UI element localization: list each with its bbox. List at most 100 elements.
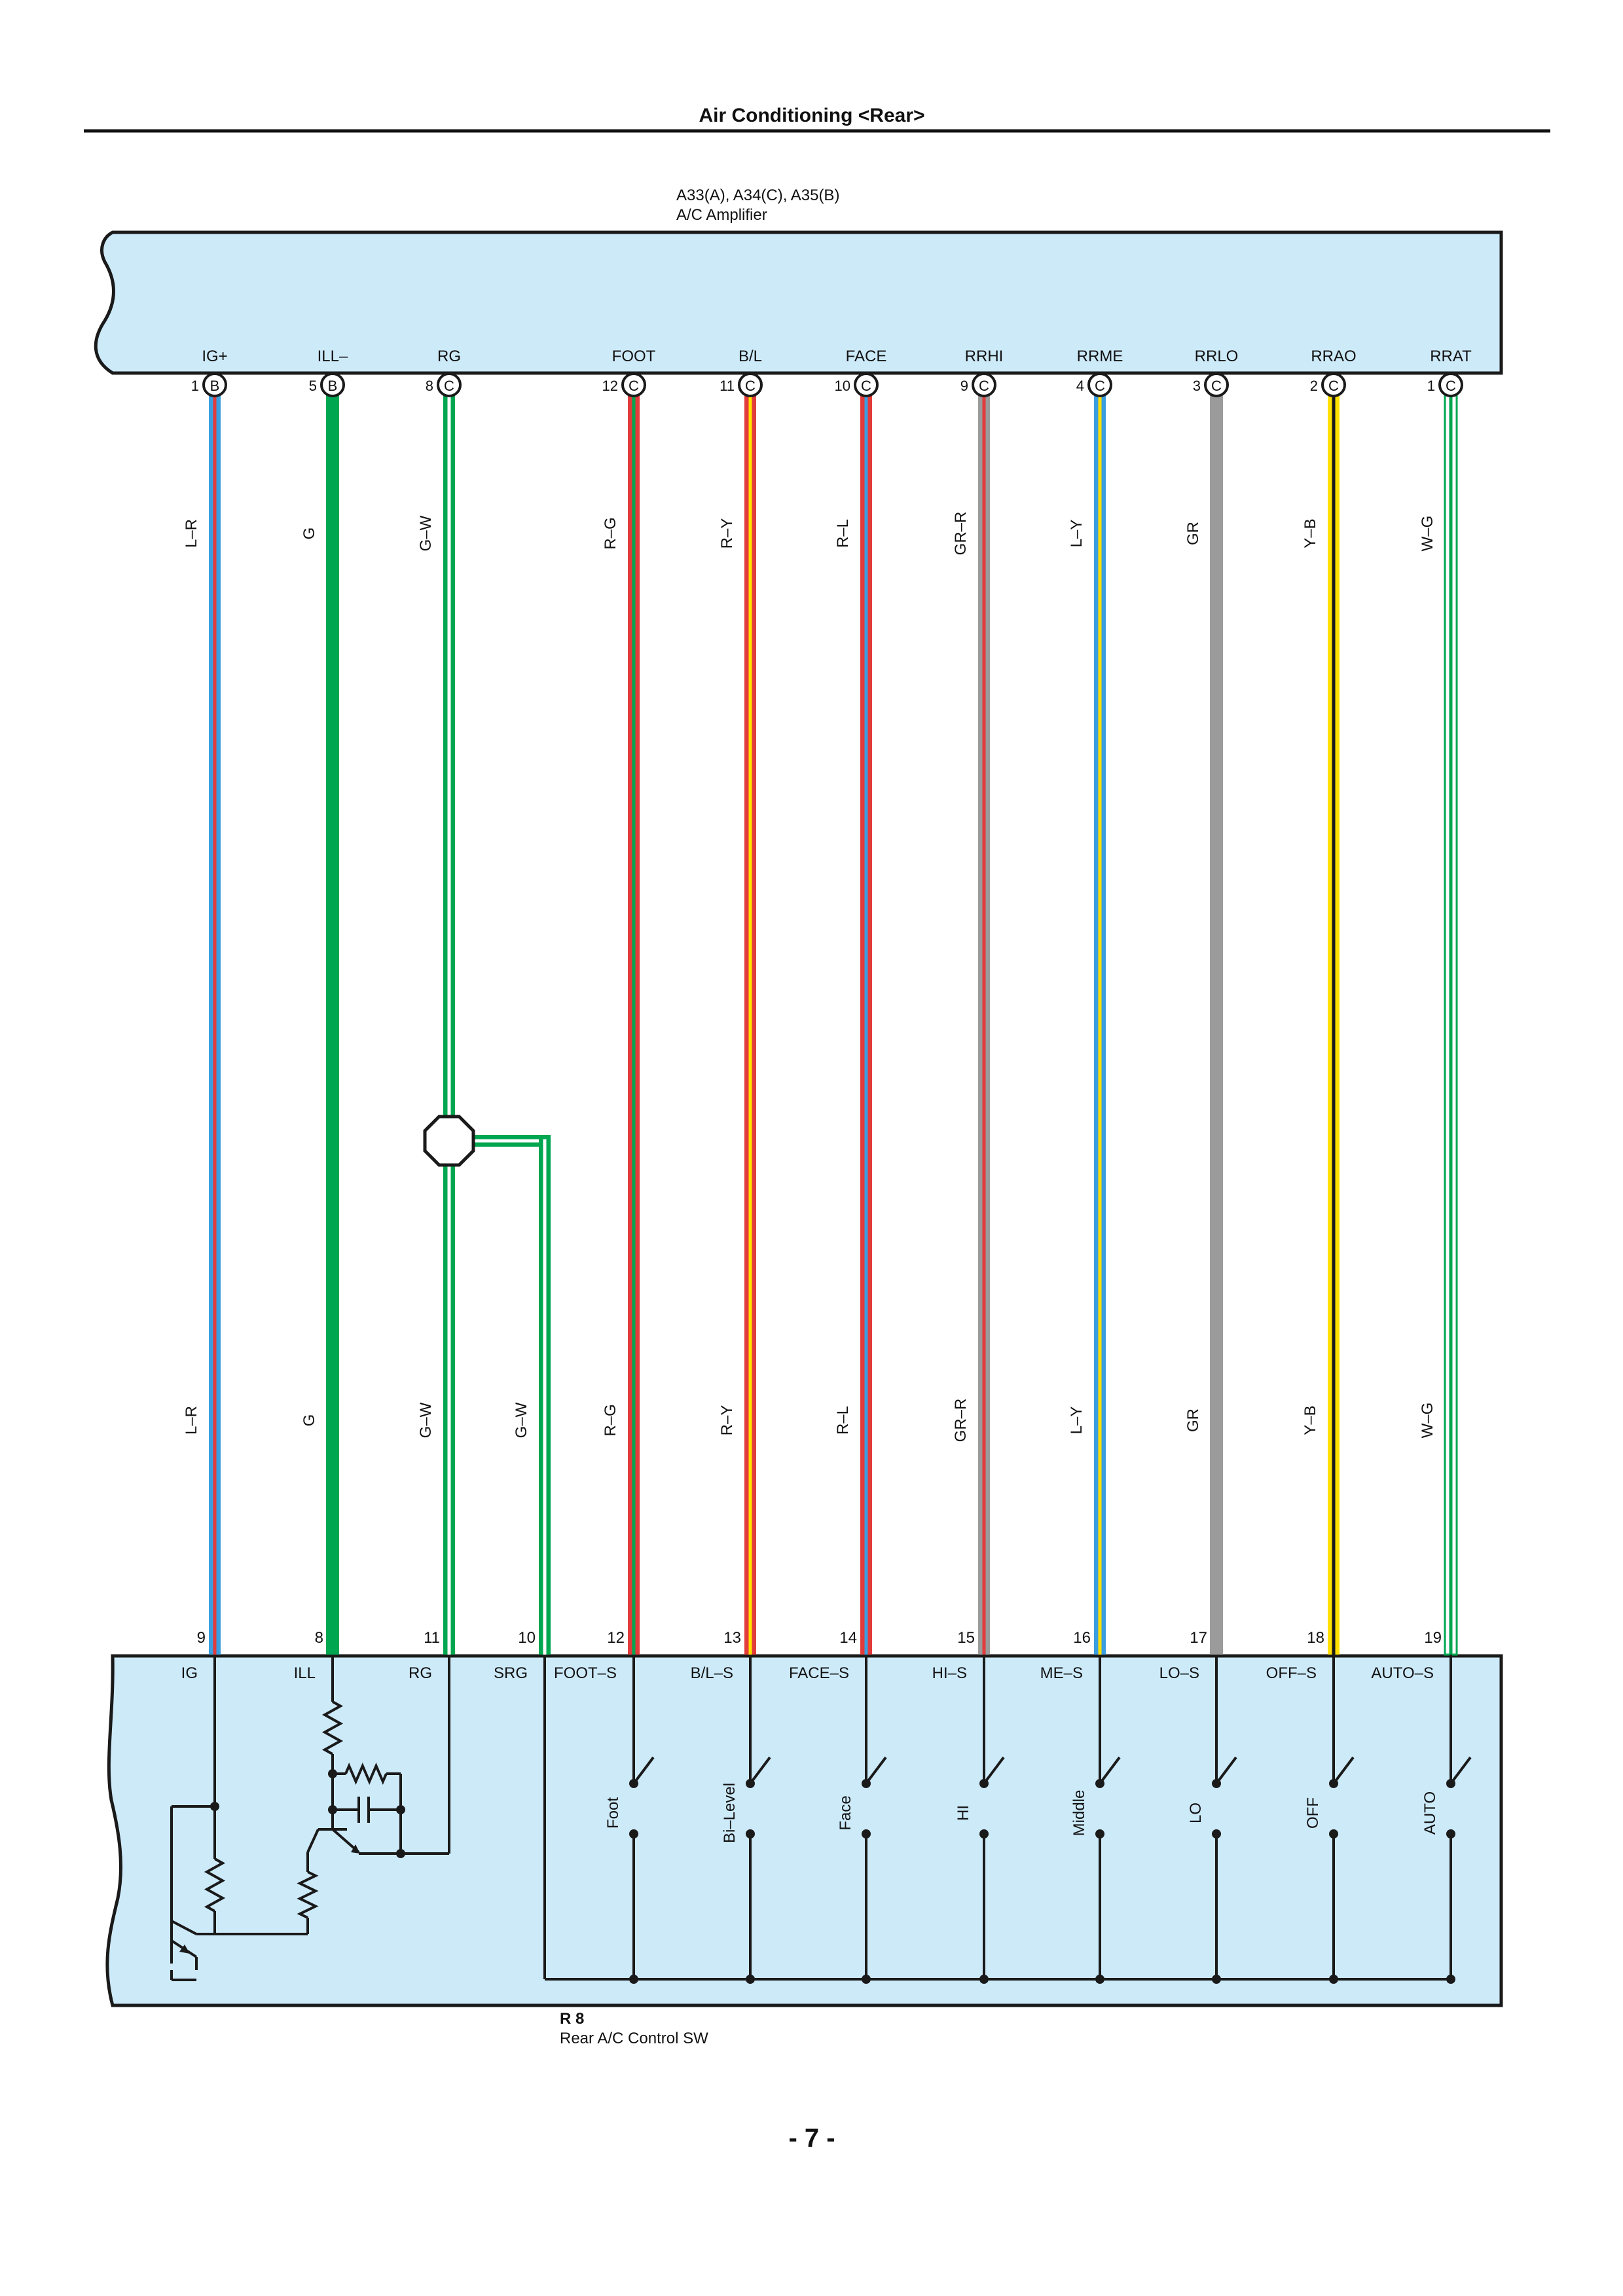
circuit-node [979, 1829, 989, 1839]
circuit-node [1329, 1975, 1338, 1984]
switch-terminal-name: ILL [294, 1664, 316, 1682]
wire-rrme [1094, 385, 1106, 1655]
amp-pin-number: 10 [835, 378, 850, 394]
amp-pin-number: 8 [426, 378, 433, 394]
amp-pin-number: 12 [602, 378, 618, 394]
switch-pin-number: 10 [518, 1629, 536, 1647]
amp-terminal-name: FACE [846, 348, 887, 365]
control-switch-code: R 8 [560, 2010, 584, 2028]
amp-pin-number: 1 [1427, 378, 1435, 394]
wire-color-label-top: GR [1184, 522, 1202, 545]
switch-terminal-name: FOOT–S [554, 1664, 617, 1682]
wire-body [326, 385, 339, 1655]
switch-box [105, 1654, 1503, 2007]
circuit-node [629, 1829, 638, 1839]
wire-color-label-bottom: GR [1184, 1408, 1202, 1432]
wire-color-label-top: G [301, 528, 318, 540]
connector-letter: B [210, 378, 220, 394]
control-switch-name: Rear A/C Control SW [560, 2030, 708, 2047]
wire-stripe [632, 385, 636, 1655]
connector-letter: C [1095, 378, 1105, 394]
connector-letter: B [328, 378, 338, 394]
switch-auto: AUTO [1421, 1791, 1439, 1835]
transistor-arrow [351, 1844, 360, 1854]
switch-label: Foot [604, 1797, 622, 1829]
resistor-symbol [344, 1762, 388, 1785]
wire-rrhi [978, 385, 990, 1655]
connector-pin-circle [738, 372, 763, 397]
switch-terminal-name: FACE–S [789, 1664, 849, 1682]
switch-pin-number: 12 [607, 1629, 625, 1647]
switch-terminal-name: HI–S [932, 1664, 967, 1682]
amp-pin-number: 5 [309, 378, 317, 394]
junction-connector [423, 1115, 475, 1167]
circuit-node [862, 1829, 871, 1839]
switch-pin-number: 13 [723, 1629, 741, 1647]
transistor-collector [171, 1920, 197, 1935]
switch-label: Bi–Level [721, 1783, 739, 1843]
circuit-node [1212, 1829, 1221, 1839]
connector-pin-circle [854, 372, 879, 397]
circuit-node [629, 1975, 638, 1984]
connector-pin-circle [437, 372, 462, 397]
amp-terminal-name: ILL– [318, 348, 348, 365]
wire-stripe [864, 385, 868, 1655]
switch-pin-number: 15 [957, 1629, 975, 1647]
switch-pin-number: 18 [1307, 1629, 1324, 1647]
transistor-arrow [179, 1945, 190, 1954]
switch-middle: Middle [1070, 1790, 1088, 1837]
wire-color-label-top: G–W [417, 515, 435, 551]
wire-stripe [982, 385, 986, 1655]
circuit-node [1095, 1829, 1104, 1839]
connector-pin-circle [621, 372, 646, 397]
connector-pin-circle [320, 372, 345, 397]
page-number: - 7 - [788, 2124, 835, 2153]
connector-pin-circle [1087, 372, 1112, 397]
switch-label: Middle [1070, 1790, 1088, 1837]
amp-pin-number: 1 [191, 378, 199, 394]
amp-terminal-name: IG+ [202, 348, 227, 365]
switch-pin-number: 14 [839, 1629, 857, 1647]
branch-wire-vertical-stripe [543, 1139, 547, 1655]
switch-terminal-name: ME–S [1040, 1664, 1083, 1682]
wire-color-label-top: W–G [1419, 516, 1436, 552]
wire-foot [628, 385, 640, 1655]
wire-color-label-top: R–L [834, 519, 852, 548]
switch-terminal-name: LO–S [1159, 1664, 1199, 1682]
branch-wire-color-label: G–W [513, 1402, 530, 1438]
wire-color-label-bottom: GR–R [952, 1399, 970, 1443]
amp-terminal-name: RG [437, 348, 461, 365]
wire-stripe [748, 385, 752, 1655]
amp-terminal-name: B/L [739, 348, 762, 365]
switch-label: Face [837, 1795, 854, 1830]
switch-pin-number: 19 [1424, 1629, 1442, 1647]
wire-ill [326, 385, 339, 1655]
switch-label: AUTO [1421, 1791, 1439, 1835]
amplifier-connectors: A33(A), A34(C), A35(B) [676, 187, 839, 204]
connector-pin-circle [972, 372, 996, 397]
connector-pin-circle [1438, 372, 1463, 397]
wire-rrlo [1210, 385, 1223, 1655]
wire-color-label-bottom: L–Y [1068, 1407, 1085, 1435]
circuit-node [1095, 1975, 1104, 1984]
amp-pin-number: 9 [960, 378, 968, 394]
switch-pin-number: 17 [1190, 1629, 1207, 1647]
wire-color-label-bottom: Y–B [1302, 1405, 1319, 1435]
connector-letter: C [1446, 378, 1456, 394]
switch-face: Face [837, 1795, 854, 1830]
wire-rrao [1328, 385, 1340, 1655]
amp-pin-number: 11 [720, 378, 735, 394]
amp-pin-number: 4 [1076, 378, 1084, 394]
wire-stripe [447, 385, 451, 1655]
circuit-node [746, 1829, 755, 1839]
switch-terminal-name: SRG [494, 1664, 528, 1682]
branch-wire-stripe [449, 1139, 545, 1143]
connector-letter: C [444, 378, 454, 394]
switch-blade [983, 1756, 1005, 1785]
wire-color-label-bottom: W–G [1419, 1403, 1436, 1439]
switch-bilevel: Bi–Level [721, 1783, 739, 1843]
switch-pin-number: 16 [1073, 1629, 1091, 1647]
wire-color-label-top: R–Y [718, 518, 736, 549]
wire-color-label-top: L–Y [1068, 520, 1085, 548]
